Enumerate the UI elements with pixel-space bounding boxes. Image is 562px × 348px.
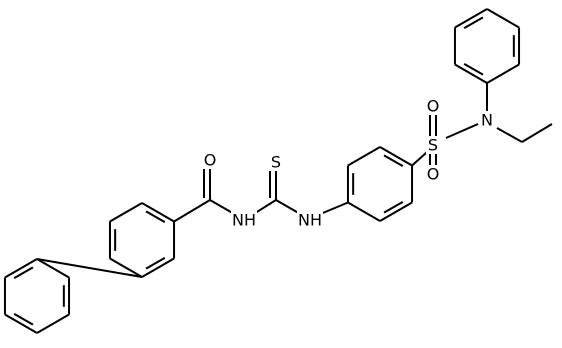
atom-label-background	[297, 211, 323, 229]
sulfonyl-benzene-ring-double-bond	[383, 200, 404, 214]
atom-label-background	[203, 151, 217, 169]
sulfonyl-benzene-ring-bond	[347, 146, 381, 167]
atom-label-background	[426, 165, 440, 183]
phenyl-top-ring-double-bond	[463, 16, 484, 30]
atom-label-o-sulfonyl-bottom: O	[427, 165, 440, 184]
benzoyl-ring-bond	[109, 257, 143, 278]
phenyl-top-ring-bond	[454, 8, 488, 29]
atom-label-o-sulfonyl-top: O	[427, 97, 440, 116]
terminal-phenyl-ring-bond	[4, 258, 38, 279]
terminal-phenyl-ring-bond	[36, 258, 70, 279]
terminal-phenyl-ring-double-bond	[13, 312, 34, 326]
benzoyl-ring-bond	[109, 202, 143, 223]
sulfonyl-benzene-ring-double-bond	[383, 154, 404, 168]
terminal-phenyl-ring-bond	[4, 313, 38, 334]
phenyl-top-ring-bond	[454, 63, 488, 84]
phenyl-top-ring-double-bond	[463, 62, 484, 76]
n-ethyl-bond-2	[521, 123, 553, 143]
atom-label-n-sulfonamide: N	[481, 111, 493, 130]
phenyl-top-ring-bond	[486, 8, 520, 29]
atom-label-s-sulfonyl: S	[428, 136, 438, 155]
atom-label-s-thio: S	[271, 153, 281, 172]
terminal-phenyl-ring-bond	[36, 313, 70, 334]
benzoyl-ring-double-bond	[145, 256, 166, 270]
atom-label-background	[426, 136, 440, 154]
phenyl-top-ring-bond	[486, 63, 520, 84]
n-ethyl-bond-1	[496, 127, 523, 143]
sulfonyl-benzene-ring-bond	[379, 201, 413, 222]
atom-label-o-carbonyl: O	[204, 151, 217, 170]
terminal-phenyl-ring-double-bond	[13, 266, 34, 280]
atom-label-background	[231, 211, 257, 229]
atom-label-n-thio: NH	[298, 211, 322, 230]
atom-label-n-amide: NH	[232, 211, 256, 230]
benzoyl-ring-bond	[141, 202, 175, 223]
sulfonyl-benzene-ring-bond	[347, 201, 381, 222]
atom-label-background	[269, 153, 283, 171]
sulfonyl-benzene-ring-bond	[379, 146, 413, 167]
atom-label-background	[480, 111, 494, 129]
biaryl-bond	[36, 258, 143, 278]
aryl-carbonyl-bond	[173, 199, 211, 223]
sulfonyl-n-bond	[445, 123, 479, 139]
atom-label-background	[426, 97, 440, 115]
benzoyl-ring-double-bond	[145, 210, 166, 224]
benzoyl-ring-bond	[141, 257, 175, 278]
